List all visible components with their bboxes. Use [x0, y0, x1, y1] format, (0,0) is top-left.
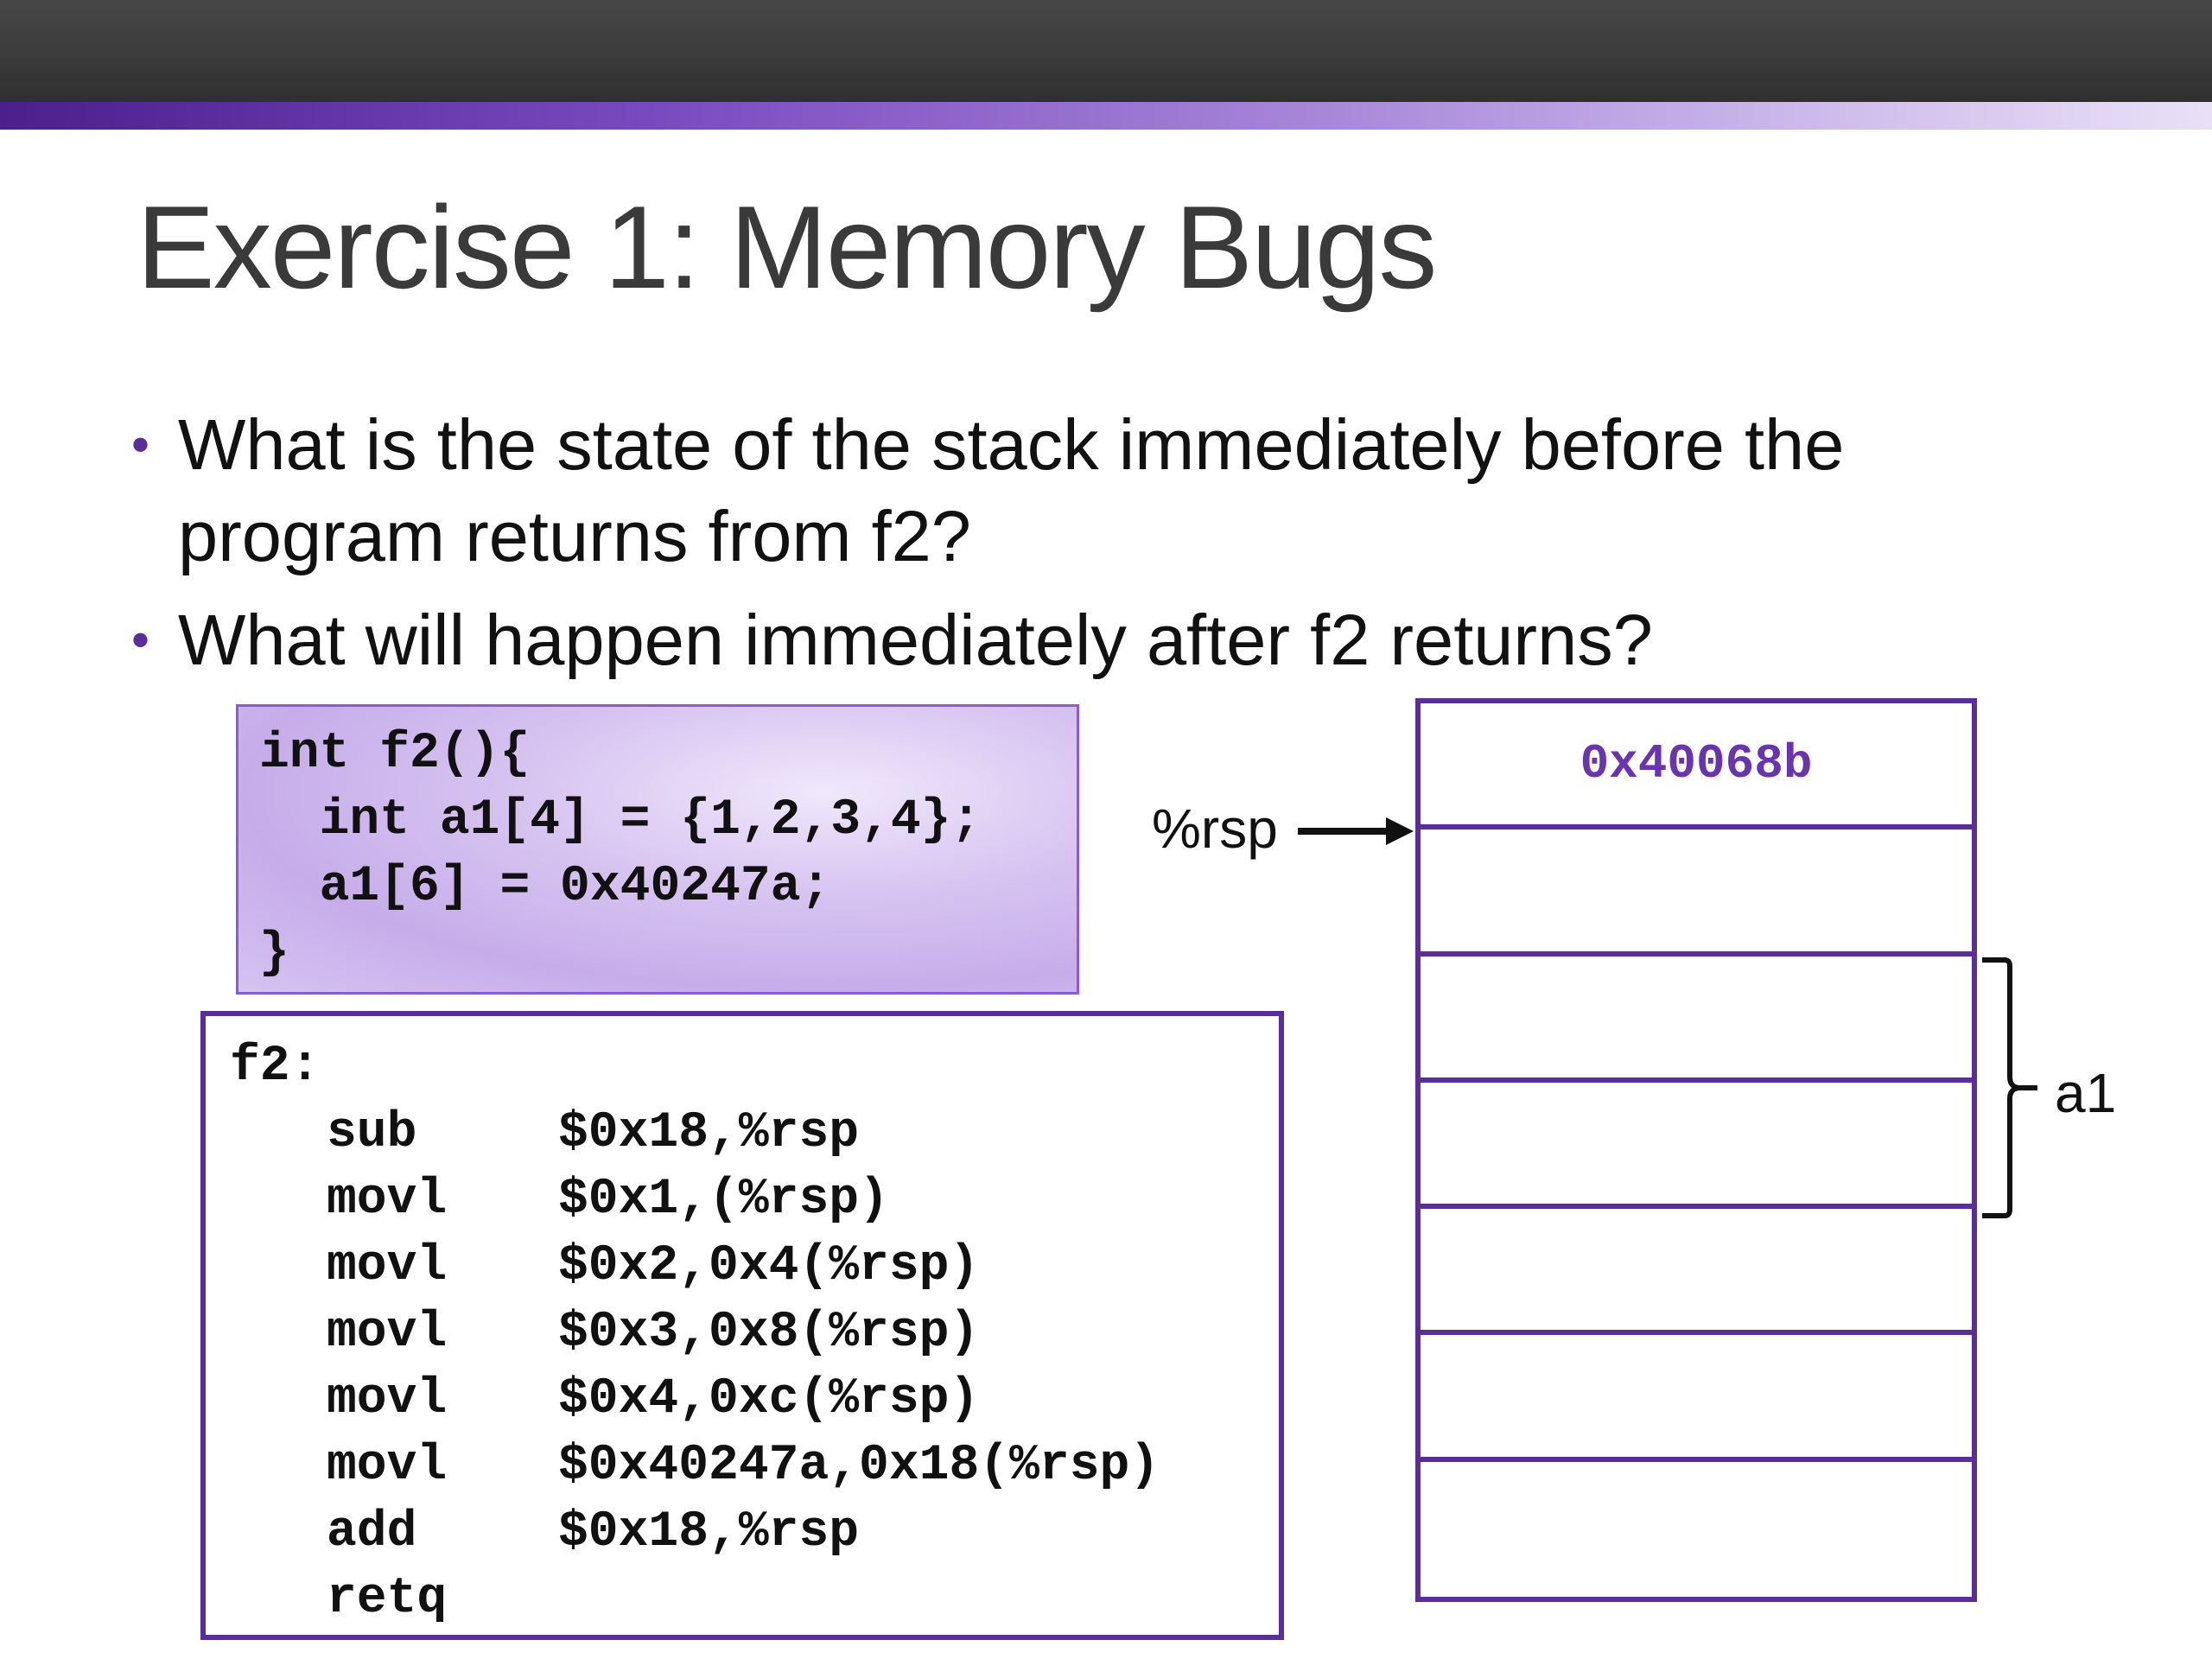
asm-instruction: movl $0x40247a,0x18(%rsp) [230, 1433, 1279, 1499]
asm-instruction: movl $0x4,0xc(%rsp) [230, 1366, 1279, 1433]
asm-operands: $0x18,%rsp [558, 1105, 860, 1161]
asm-instruction: add $0x18,%rsp [230, 1499, 1279, 1566]
asm-operands: $0x2,0x4(%rsp) [558, 1238, 980, 1294]
asm-instruction: retq [230, 1566, 1279, 1632]
assembly-code-block: f2:sub $0x18,%rsp movl $0x1,(%rsp) movl $0x2,… [200, 1011, 1284, 1640]
stack-cell [1421, 1083, 1972, 1210]
asm-instruction: movl $0x1,(%rsp) [230, 1166, 1279, 1233]
asm-instruction: movl $0x2,0x4(%rsp) [230, 1233, 1279, 1300]
c-code-block: int f2(){ int a1[4] = {1,2,3,4}; a1[6] =… [236, 704, 1079, 995]
asm-opcode: movl [327, 1371, 448, 1427]
bullet-list: • What is the state of the stack immedia… [130, 399, 2117, 698]
asm-operands: $0x3,0x8(%rsp) [558, 1305, 980, 1361]
bullet-item: • What is the state of the stack immedia… [130, 399, 2117, 582]
a1-array-label: a1 [2055, 1062, 2117, 1124]
asm-operands: $0x40247a,0x18(%rsp) [558, 1438, 1160, 1494]
asm-operands: $0x18,%rsp [558, 1504, 860, 1560]
asm-opcode: sub [327, 1105, 417, 1161]
asm-opcode: movl [327, 1438, 448, 1494]
asm-function-label: f2: [230, 1039, 321, 1095]
code-line: } [259, 925, 289, 982]
rsp-pointer-label: %rsp [1152, 798, 1278, 860]
stack-cell [1421, 830, 1972, 957]
bullet-text: What is the state of the stack immediate… [178, 404, 1845, 576]
stack-cell [1421, 1462, 1972, 1588]
stack-cell [1421, 957, 1972, 1083]
code-line: int f2(){ [259, 726, 531, 782]
asm-instruction: sub $0x18,%rsp [230, 1100, 1279, 1166]
asm-instruction: movl $0x3,0x8(%rsp) [230, 1300, 1279, 1366]
a1-brace-icon [1982, 957, 2037, 1218]
rsp-arrow-icon [1298, 817, 1414, 845]
stack-cell [1421, 1335, 1972, 1462]
stack-diagram: 0x40068b [1415, 698, 1977, 1602]
asm-opcode: movl [327, 1172, 448, 1228]
slide-title: Exercise 1: Memory Bugs [137, 181, 1437, 313]
slide-accent-bar [0, 102, 2212, 130]
asm-opcode: add [327, 1504, 417, 1560]
code-line: int a1[4] = {1,2,3,4}; [259, 792, 982, 849]
asm-opcode: retq [327, 1571, 448, 1627]
stack-cell: 0x40068b [1421, 703, 1972, 830]
code-line: a1[6] = 0x40247a; [259, 859, 831, 915]
asm-operands: $0x1,(%rsp) [558, 1172, 889, 1228]
bullet-text: What will happen immediately after f2 re… [178, 600, 1653, 680]
asm-opcode: movl [327, 1305, 448, 1361]
bullet-dot-icon: • [131, 611, 150, 669]
bullet-dot-icon: • [131, 416, 150, 474]
slide-header-bar [0, 0, 2212, 102]
stack-cell [1421, 1209, 1972, 1336]
bullet-item: • What will happen immediately after f2 … [130, 594, 2117, 686]
asm-operands: $0x4,0xc(%rsp) [558, 1371, 980, 1427]
asm-opcode: movl [327, 1238, 448, 1294]
